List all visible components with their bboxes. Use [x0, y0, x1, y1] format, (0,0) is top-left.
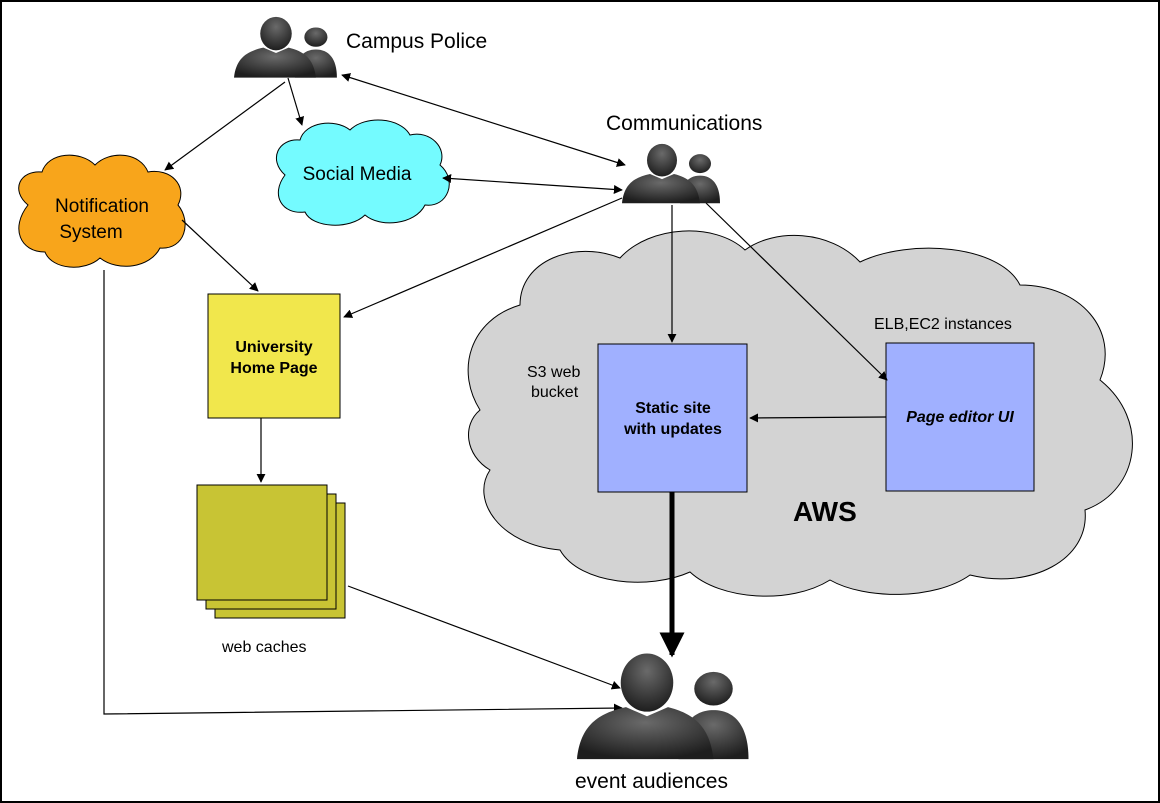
campus-police-label: Campus Police: [346, 30, 487, 53]
page-editor-box: [885, 342, 1035, 492]
university-home-page-box: [207, 293, 341, 419]
notification-system-label-line1: Notification: [55, 196, 149, 217]
university-home-page-label-line2: Home Page: [230, 360, 317, 377]
web-caches-stack: [196, 484, 346, 619]
arrow-notification-to-home: [181, 219, 259, 292]
people-icon: [234, 16, 337, 78]
static-site-box: [597, 343, 748, 493]
aws-label: AWS: [793, 496, 857, 527]
static-site-label-line2: with updates: [623, 421, 722, 438]
communications-label: Communications: [606, 112, 762, 135]
arrow-communications-to-home: [343, 197, 623, 318]
elb-ec2-label: ELB,EC2 instances: [874, 316, 1012, 333]
arrow-police-communications: [341, 73, 626, 167]
connector-arrows: [103, 73, 888, 715]
page-editor-label: Page editor UI: [906, 409, 1014, 426]
social-media-label: Social Media: [303, 164, 412, 185]
arrow-communications-to-editor: [705, 202, 888, 381]
arrow-police-to-notification: [164, 81, 286, 171]
static-site-label-line1: Static site: [635, 400, 711, 417]
s3-bucket-label-line1: S3 web: [527, 364, 580, 381]
university-home-page-label-line1: University: [235, 339, 312, 356]
arrow-editor-to-static: [749, 413, 887, 423]
notification-cloud: [18, 154, 186, 268]
notification-system-label-line2: System: [59, 222, 122, 243]
web-caches-label: web caches: [221, 639, 307, 656]
people-icon: [622, 143, 720, 204]
event-audiences-label: event audiences: [575, 770, 728, 793]
s3-bucket-label-line2: bucket: [531, 384, 579, 401]
arrow-police-to-social: [287, 77, 305, 126]
arrow-caches-to-audiences: [347, 585, 621, 690]
arrow-notification-to-audiences: [103, 270, 623, 715]
arrow-social-communications: [442, 174, 623, 194]
aws-cloud: [467, 230, 1133, 597]
people-icon: [577, 653, 749, 760]
